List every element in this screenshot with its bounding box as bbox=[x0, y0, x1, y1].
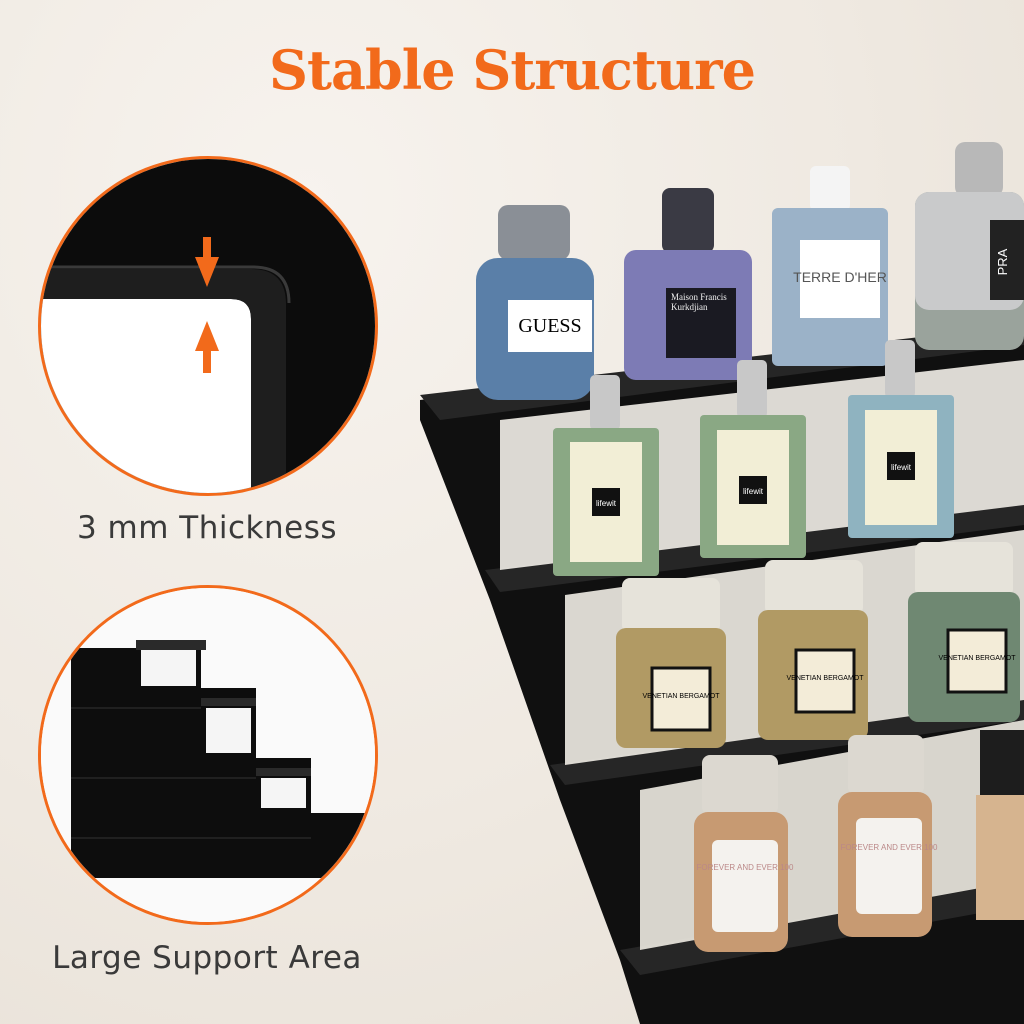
bottle-label: lifewit bbox=[891, 463, 912, 472]
bottle-label: FOREVER AND EVER 100 bbox=[841, 843, 938, 852]
perfume-bottle: VENETIAN BERGAMOT bbox=[758, 560, 868, 740]
perfume-bottle: lifewit bbox=[848, 340, 954, 538]
bottle-label: Maison Francis Kurkdjian bbox=[671, 292, 727, 312]
perfume-bottle: PRA bbox=[915, 142, 1024, 350]
bottle-label: VENETIAN BERGAMOT bbox=[642, 693, 720, 700]
bottle-label: lifewit bbox=[743, 487, 764, 496]
perfume-bottle: Maison Francis Kurkdjian bbox=[624, 188, 752, 380]
perfume-bottle: VENETIAN BERGAMOT bbox=[616, 578, 726, 748]
bottle-label: VENETIAN BERGAMOT bbox=[786, 675, 864, 682]
perfume-bottle: GUESS bbox=[476, 205, 594, 400]
thickness-caption: 3 mm Thickness bbox=[76, 510, 338, 546]
perfume-bottle bbox=[976, 730, 1024, 920]
thickness-detail-circle bbox=[38, 156, 378, 496]
bottle-label: GUESS bbox=[518, 315, 581, 337]
bottle-label: PRA bbox=[995, 248, 1010, 275]
perfume-bottle: TERRE D'HER bbox=[772, 166, 888, 366]
arrow-down-icon bbox=[195, 237, 219, 287]
support-area-caption: Large Support Area bbox=[52, 940, 362, 976]
bottle-label: TERRE D'HER bbox=[793, 269, 887, 285]
page-title: Stable Structure bbox=[269, 38, 756, 102]
bottle-label: FOREVER AND EVER 100 bbox=[697, 863, 794, 872]
support-area-circle bbox=[38, 585, 378, 925]
perfume-bottle: FOREVER AND EVER 100 bbox=[838, 735, 938, 937]
arrow-up-icon bbox=[195, 321, 219, 373]
perfume-bottle: VENETIAN BERGAMOT bbox=[908, 542, 1020, 722]
perfume-shelf-photo: GUESS Maison Francis Kurkdjian TERRE D'H… bbox=[420, 142, 1024, 1024]
perfume-bottle: FOREVER AND EVER 100 bbox=[694, 755, 794, 952]
bottle-label: VENETIAN BERGAMOT bbox=[938, 655, 1016, 662]
bottle-label: lifewit bbox=[596, 499, 617, 508]
perfume-bottle: lifewit bbox=[553, 375, 659, 576]
perfume-bottle: lifewit bbox=[700, 360, 806, 558]
